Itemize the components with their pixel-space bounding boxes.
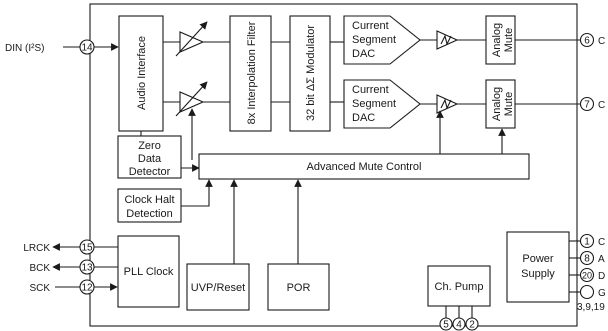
clock-halt-line-2: Detection (126, 208, 172, 220)
volume-amp-2 (179, 91, 205, 113)
pin-1-label: 1 (584, 237, 590, 248)
volume-adjust-2 (175, 81, 208, 117)
charge-pump-label: Ch. Pump (435, 281, 484, 293)
out1-signal-label: C (598, 36, 605, 47)
gnd-pins-label: 3,9,19 (577, 302, 605, 313)
dac-2-line-2: Segment (352, 98, 396, 110)
pin-8 (579, 250, 595, 266)
pin-20-label: 20 (582, 271, 592, 281)
analog-mute-2-block (485, 79, 516, 129)
analog-mute-1-line-1: Analog (491, 23, 503, 57)
out2-signal-label: C (598, 100, 605, 111)
pin-8-label: 8 (584, 254, 590, 265)
clock-halt-line-1: Clock Halt (124, 194, 174, 206)
sck-label: SCK (29, 283, 50, 294)
iv-glyph-1 (440, 34, 452, 46)
pin-14-label: 14 (81, 43, 93, 54)
pin-4 (452, 317, 466, 331)
dac-2-block (343, 79, 421, 129)
zero-detector-line-2: Data (138, 153, 162, 165)
pin-8-signal-label: A (598, 254, 605, 265)
lrck-label: LRCK (23, 243, 50, 254)
pin-6 (579, 32, 595, 48)
iv-glyph-2 (440, 98, 452, 110)
pin-7-label: 7 (584, 100, 590, 111)
pin-13-label: 13 (81, 263, 93, 274)
pll-clock-label: PLL Clock (124, 266, 174, 278)
audio-interface-label: Audio Interface (136, 36, 148, 110)
pin-5-label: 5 (443, 320, 449, 331)
zero-detector-block (117, 135, 182, 179)
pin-2-label: 2 (469, 320, 475, 331)
pll-clock-block (117, 235, 180, 308)
interpolation-filter-label: 8x Interpolation Filter (246, 21, 258, 124)
pin-15-label: 15 (81, 243, 93, 254)
interpolation-filter-block (229, 15, 272, 132)
bck-label: BCK (29, 263, 50, 274)
power-supply-line-2: Supply (521, 268, 555, 280)
por-label: POR (287, 282, 311, 294)
pin-4-label: 4 (456, 320, 462, 331)
pin-2 (465, 317, 479, 331)
pin-1 (579, 233, 595, 249)
dac-2-line-3: DAC (352, 112, 375, 124)
advanced-mute-label: Advanced Mute Control (307, 161, 422, 173)
power-supply-line-1: Power (522, 253, 554, 265)
por-block (267, 263, 330, 311)
dac-1-line-1: Current (352, 20, 389, 32)
modulator-label: 32 bit ΔΣ Modulator (305, 25, 317, 121)
advanced-mute-block (198, 153, 530, 180)
pin-6-label: 6 (584, 36, 590, 47)
zero-detector-line-1: Zero (138, 140, 161, 152)
analog-mute-2-line-1: Analog (491, 87, 503, 121)
pin-7 (579, 96, 595, 112)
pin-12-label: 12 (81, 283, 93, 294)
dac-1-line-3: DAC (352, 48, 375, 60)
analog-mute-2-line-2: Mute (503, 92, 515, 116)
clock-halt-to-mute-arrow (181, 179, 213, 207)
modulator-block (289, 15, 331, 132)
pin-20-signal-label: D (598, 271, 605, 282)
uvp-reset-block (186, 263, 250, 311)
pin-5 (439, 317, 453, 331)
volume-adjust-1 (175, 21, 208, 57)
charge-pump-block (427, 265, 491, 307)
pin-1-signal-label: C (598, 237, 605, 248)
power-supply-block (506, 231, 570, 303)
din-label: DIN (I²S) (5, 43, 44, 54)
gnd-signal-label: G (598, 288, 606, 299)
clock-halt-block (117, 188, 182, 223)
analog-mute-1-line-2: Mute (503, 28, 515, 52)
dac-2-line-1: Current (352, 84, 389, 96)
uvp-reset-label: UVP/Reset (191, 282, 245, 294)
dac-1-block (343, 15, 421, 65)
volume-amp-1 (179, 31, 205, 53)
zero-detector-line-3: Detector (129, 166, 171, 178)
pin-20 (579, 267, 595, 283)
dac-1-line-2: Segment (352, 34, 396, 46)
pin-gnd (579, 284, 595, 300)
